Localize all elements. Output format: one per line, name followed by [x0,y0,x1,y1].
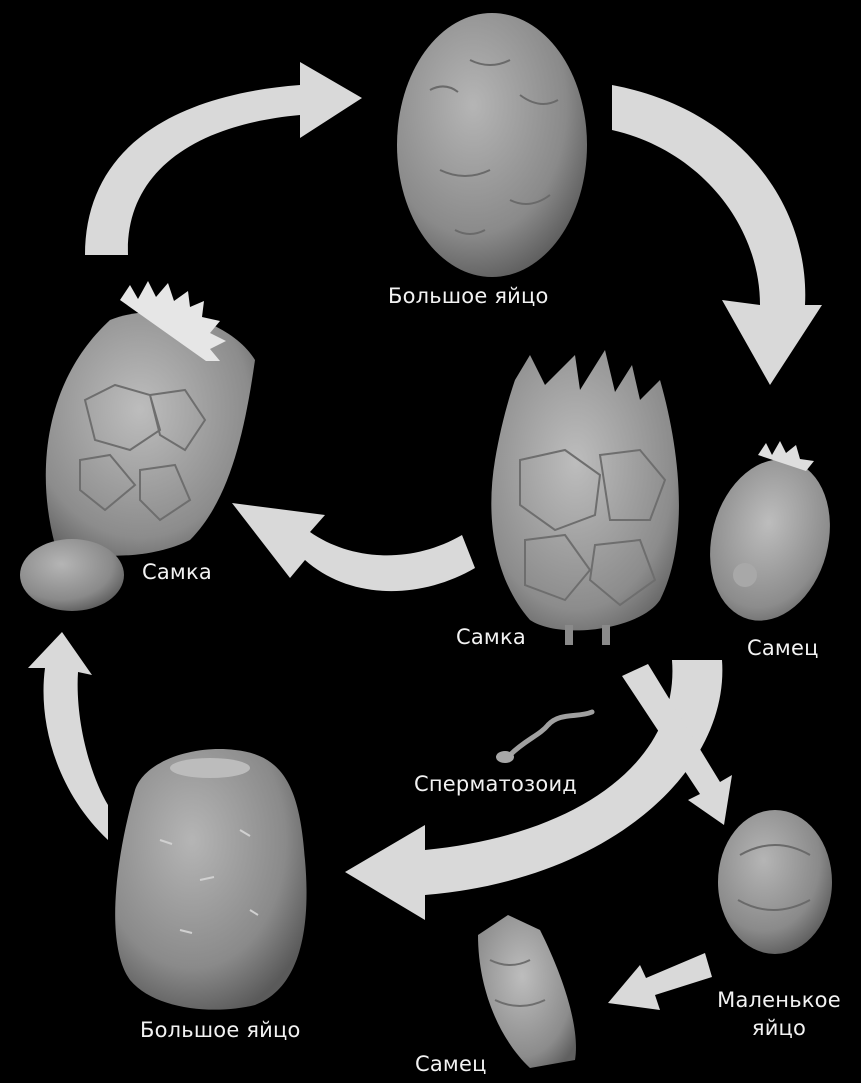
male-bottom-image [478,915,576,1068]
arrow-female-to-large-egg-top [85,62,362,255]
female-center-image [491,350,679,645]
label-female-left: Самка [142,560,212,584]
small-egg-image [718,810,832,954]
label-small-egg-line2: яйцо [706,1016,852,1040]
large-egg-bottom-image [115,749,306,1010]
male-right-image [693,441,847,634]
label-small-egg-line1: Маленькое [706,988,852,1012]
label-male-bottom: Самец [415,1052,487,1076]
label-male-right: Самец [747,636,819,660]
label-female-center: Самка [456,625,526,649]
arrow-small-egg-to-male [608,953,712,1010]
arrow-large-egg-to-male [612,85,822,385]
label-large-egg-top: Большое яйцо [388,284,549,308]
female-with-egg-image [20,281,255,611]
arrow-large-egg-bottom-to-female [28,632,108,840]
large-egg-top-image [397,13,587,277]
arrow-center-female-to-left-female [232,503,475,591]
label-sperm: Сперматозоид [414,772,577,796]
sperm-image [496,712,592,763]
label-large-egg-bottom: Большое яйцо [140,1018,301,1042]
